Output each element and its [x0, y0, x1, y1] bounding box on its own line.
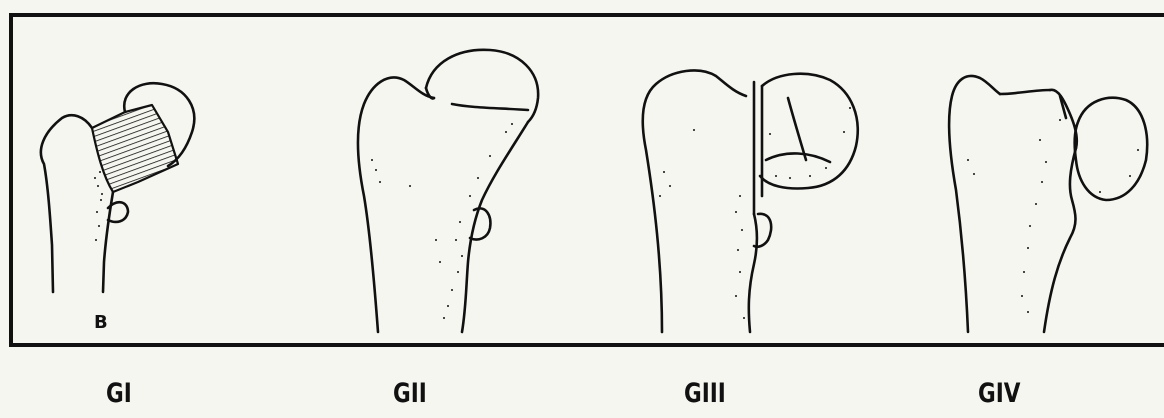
femur-stage-2-stipple: [371, 123, 513, 319]
grade-label-1: GI: [106, 378, 132, 409]
femoral-head-circle: [426, 50, 538, 122]
femur-stage-1: [41, 83, 194, 292]
grade-label-3: GIII: [684, 378, 726, 409]
femur-stage-1-stipple: [94, 171, 103, 241]
femoral-head-circle: [1075, 98, 1147, 200]
femur-stage-3: [643, 70, 858, 332]
grade-label-2: GII: [393, 378, 427, 409]
panel-letter: B: [94, 312, 108, 333]
hatched-femoral-neck: [92, 105, 178, 192]
femur-stage-4: [949, 76, 1147, 332]
femur-stage-2: [358, 50, 538, 332]
grade-label-4: GIV: [978, 378, 1020, 409]
figure-frame: [11, 15, 1164, 345]
femoral-head-circle: [760, 74, 858, 189]
